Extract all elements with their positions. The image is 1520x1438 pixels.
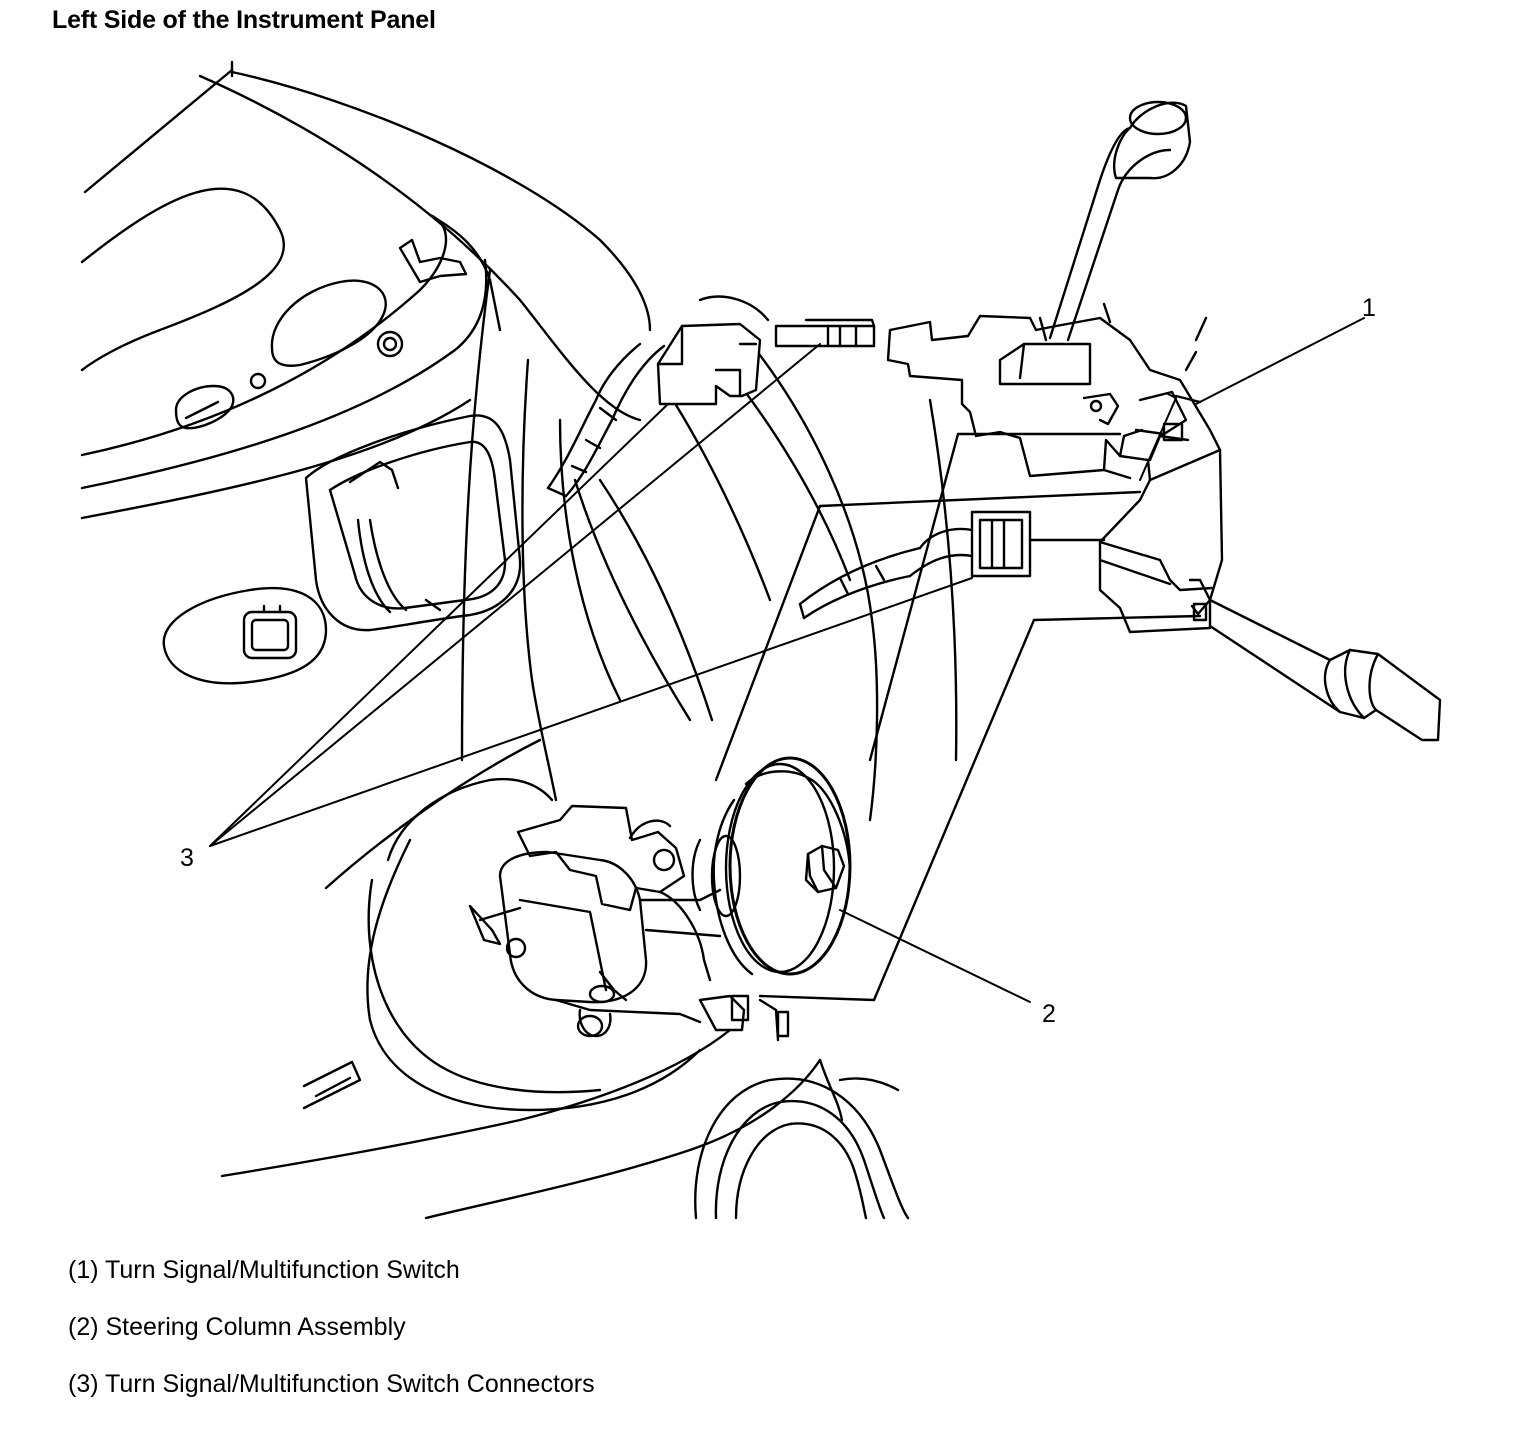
connector-upper-left [546, 295, 770, 498]
lower-column-housing [220, 777, 822, 1220]
callout-label-3: 3 [180, 844, 194, 872]
legend-item-2: (2) Steering Column Assembly [68, 1313, 406, 1341]
multifunction-switch [886, 100, 1442, 742]
legend-item-3: (3) Turn Signal/Multifunction Switch Con… [68, 1370, 595, 1398]
connector-lower-right [798, 510, 1106, 620]
callout-label-1: 1 [1362, 294, 1376, 322]
column-shroud-lines [324, 268, 958, 890]
switch-bezel [304, 414, 522, 632]
column-frame-lines [714, 432, 1202, 1002]
instrument-panel-line-drawing [80, 60, 1442, 1220]
column-base [694, 1058, 910, 1220]
dash-vent [174, 238, 468, 430]
diagram-title: Left Side of the Instrument Panel [52, 6, 436, 34]
steering-column-hub [691, 756, 852, 976]
callout-label-2: 2 [1042, 1000, 1056, 1028]
leader-lines [209, 317, 1365, 1003]
left-small-switch [162, 586, 328, 685]
legend-list: (1) Turn Signal/Multifunction Switch (2)… [68, 1256, 595, 1427]
ignition-lock-housing [468, 804, 790, 1042]
connector-upper-middle [774, 318, 876, 348]
instrument-panel-outline [80, 60, 652, 520]
legend-item-1: (1) Turn Signal/Multifunction Switch [68, 1256, 460, 1284]
